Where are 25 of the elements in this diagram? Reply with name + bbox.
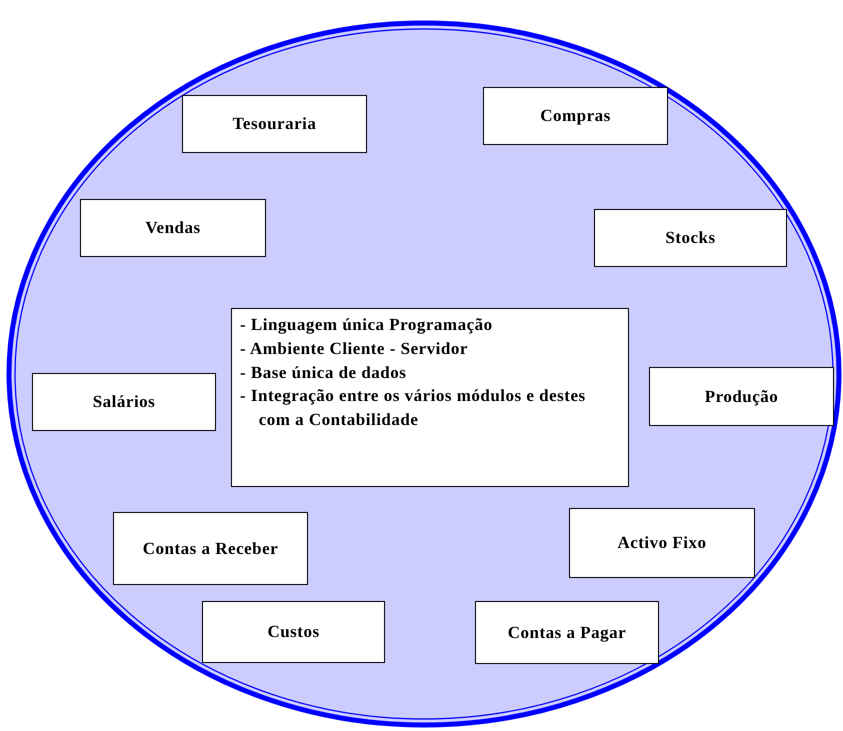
module-label: Stocks: [665, 228, 716, 248]
module-label: Produção: [704, 386, 778, 406]
module-box: [32, 373, 216, 431]
list-item: - Ambiente Cliente - Servidor: [240, 338, 468, 360]
module-box: [202, 601, 385, 663]
module-box: [80, 199, 266, 257]
list-item: - Base única de dados: [240, 362, 406, 384]
module-box: [182, 95, 367, 153]
list-item: - Linguagem única Programação: [240, 314, 493, 336]
module-label: Tesouraria: [232, 114, 316, 134]
module-label: Salários: [92, 392, 156, 412]
module-box: [569, 508, 755, 578]
module-label: Contas a Pagar: [508, 622, 626, 642]
module-label: Activo Fixo: [617, 533, 707, 553]
module-box: [113, 512, 308, 585]
feature-list-box: [231, 308, 629, 487]
module-label: Contas a Receber: [142, 538, 278, 558]
module-label: Vendas: [145, 218, 201, 238]
module-box: [594, 209, 787, 267]
module-box: [649, 367, 834, 426]
module-box: [475, 601, 659, 664]
module-box: [483, 87, 668, 145]
list-item: - Integração entre os vários módulos e destes com a Contabilidade: [240, 385, 587, 432]
module-label: Custos: [267, 622, 320, 642]
module-label: Compras: [540, 106, 611, 126]
